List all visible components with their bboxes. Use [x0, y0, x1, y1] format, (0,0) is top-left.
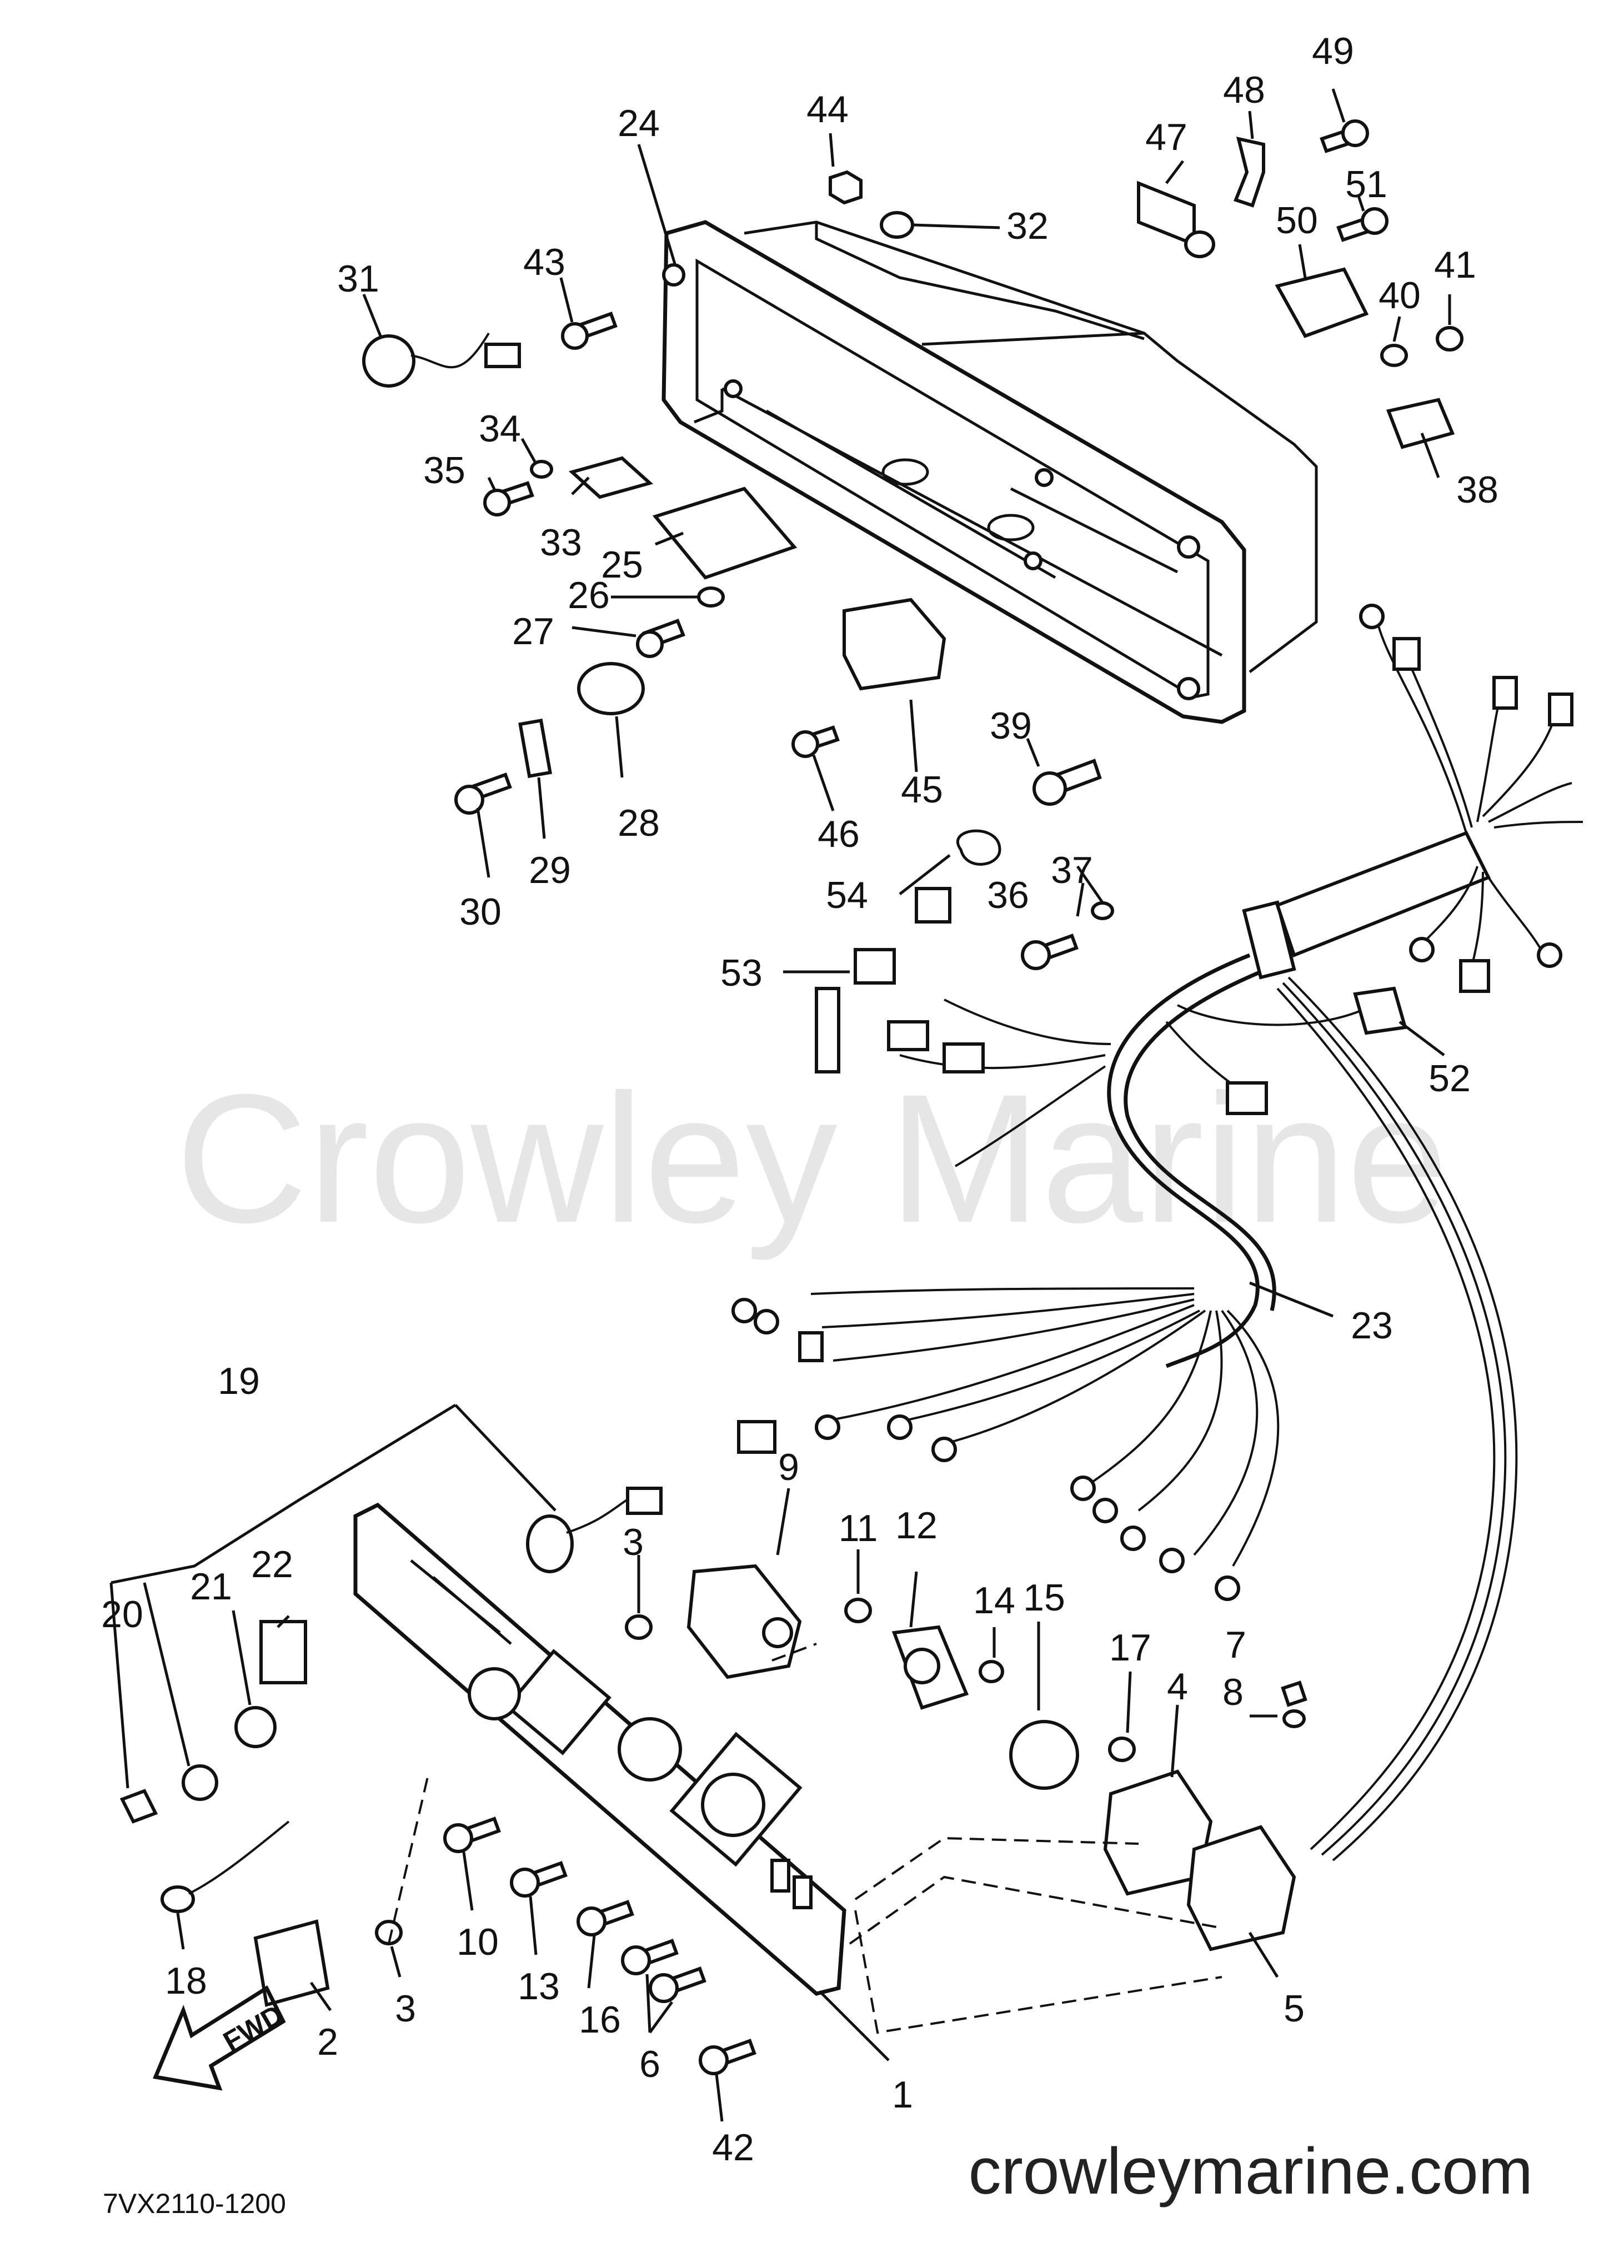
callout-46: 46: [818, 813, 860, 855]
callout-27: 27: [512, 610, 554, 653]
callout-11: 11: [839, 1507, 878, 1549]
callout-4: 4: [1167, 1665, 1188, 1708]
callout-54: 54: [826, 874, 868, 916]
callout-20: 20: [101, 1593, 143, 1635]
callout-17: 17: [1109, 1627, 1151, 1669]
callout-24: 24: [618, 102, 660, 144]
callout-48: 48: [1223, 69, 1265, 111]
callout-52: 52: [1428, 1057, 1471, 1100]
callout-42: 42: [712, 2126, 754, 2169]
callout-38: 38: [1456, 469, 1498, 511]
wiring-harness: [731, 604, 1583, 1861]
callout-2: 2: [317, 2021, 338, 2063]
callout-23: 23: [1351, 1304, 1393, 1347]
callout-39: 39: [990, 705, 1032, 747]
callout-3a: 3: [623, 1521, 644, 1563]
callout-1: 1: [892, 2074, 913, 2116]
callout-15: 15: [1023, 1577, 1065, 1619]
part-code: 7VX2110-1200: [103, 2188, 286, 2219]
fwd-arrow-icon: FWD: [153, 1985, 289, 2091]
callout-9: 9: [778, 1446, 799, 1488]
callout-33: 33: [540, 521, 582, 564]
callout-18: 18: [165, 1960, 207, 2002]
callout-34: 34: [479, 408, 521, 450]
callout-25: 25: [601, 544, 643, 586]
callout-19: 19: [218, 1360, 260, 1402]
callout-labels: 1 2 3 3 4 5 6 7 8 9 10 11 12 13 14 15 16…: [101, 30, 1498, 2169]
callout-8: 8: [1222, 1671, 1244, 1713]
callout-3b: 3: [395, 1988, 416, 2030]
callout-53: 53: [720, 952, 763, 994]
callout-29: 29: [529, 849, 571, 891]
callout-44: 44: [806, 88, 849, 131]
callout-12: 12: [895, 1504, 938, 1547]
leader-lines: [109, 88, 1451, 2122]
callout-28: 28: [618, 802, 660, 844]
callout-43: 43: [523, 241, 565, 283]
callout-26: 26: [568, 574, 610, 616]
callout-37: 37: [1051, 849, 1093, 891]
callout-35: 35: [423, 449, 465, 491]
callout-14: 14: [973, 1579, 1015, 1622]
callout-22: 22: [251, 1543, 293, 1585]
callout-30: 30: [459, 891, 502, 933]
callout-40: 40: [1379, 274, 1421, 317]
callout-13: 13: [518, 1965, 560, 2008]
callout-5: 5: [1284, 1988, 1305, 2030]
callout-10: 10: [457, 1921, 499, 1963]
control-box-assembly: [362, 119, 1491, 980]
callout-41: 41: [1434, 244, 1476, 286]
control-panel-assembly: [119, 1487, 1307, 2075]
callout-6: 6: [639, 2043, 660, 2085]
callout-51: 51: [1345, 163, 1387, 205]
callout-32: 32: [1006, 205, 1049, 247]
callout-47: 47: [1145, 116, 1187, 158]
callout-16: 16: [579, 1999, 621, 2041]
callout-50: 50: [1276, 199, 1318, 242]
callout-45: 45: [901, 769, 943, 811]
callout-49: 49: [1312, 30, 1354, 72]
callout-21: 21: [190, 1565, 232, 1608]
callout-7: 7: [1225, 1624, 1246, 1666]
website-text: crowleymarine.com: [969, 2135, 1533, 2208]
callout-31: 31: [337, 258, 379, 300]
fwd-label: FWD: [218, 1999, 289, 2057]
callout-36: 36: [987, 874, 1029, 916]
